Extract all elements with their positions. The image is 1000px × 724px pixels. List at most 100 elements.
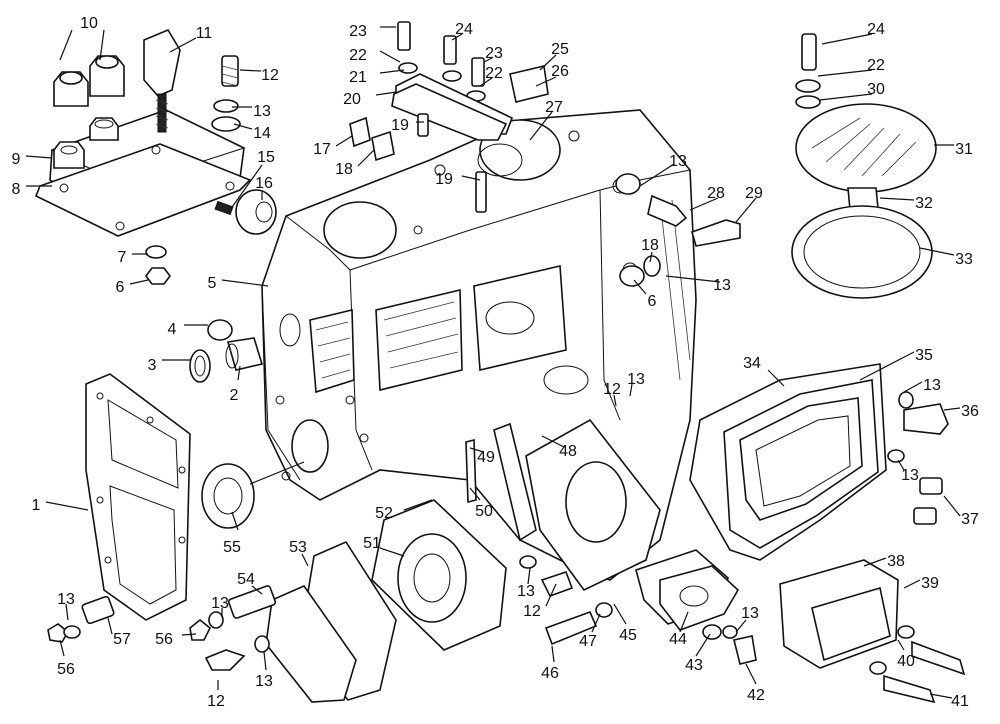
callout-c15: 15 bbox=[257, 149, 275, 166]
leader-c5 bbox=[221, 279, 269, 287]
leader-c13h bbox=[735, 619, 747, 633]
leader-c41 bbox=[929, 693, 953, 699]
callout-c18b: 18 bbox=[641, 237, 659, 254]
lower-fasteners bbox=[47, 555, 966, 704]
callout-c2: 2 bbox=[230, 387, 239, 404]
leader-c39 bbox=[903, 579, 921, 589]
leader-c34 bbox=[767, 369, 785, 387]
callout-c19b: 19 bbox=[435, 171, 453, 188]
leader-c12a bbox=[239, 69, 262, 72]
leader-c55 bbox=[231, 511, 239, 531]
leader-c13b bbox=[639, 163, 675, 187]
callout-c40: 40 bbox=[897, 653, 915, 670]
leader-c52 bbox=[403, 499, 433, 511]
callout-c34: 34 bbox=[743, 355, 761, 372]
callout-c24b: 24 bbox=[867, 21, 885, 38]
callout-c57: 57 bbox=[113, 631, 131, 648]
leader-c18a bbox=[357, 149, 375, 167]
leader-c12c bbox=[545, 583, 557, 607]
callout-c4: 4 bbox=[168, 321, 177, 338]
leader-c43 bbox=[695, 633, 711, 657]
leader-c56b bbox=[181, 633, 197, 636]
callout-c8: 8 bbox=[12, 181, 21, 198]
callout-c1: 1 bbox=[32, 497, 41, 514]
leader-c33 bbox=[919, 247, 955, 256]
callout-c17: 17 bbox=[313, 141, 331, 158]
callout-c52: 52 bbox=[375, 505, 393, 522]
callout-c28: 28 bbox=[707, 185, 725, 202]
leader-c32 bbox=[879, 197, 915, 201]
callout-c36: 36 bbox=[961, 403, 979, 420]
leader-c40 bbox=[897, 639, 905, 651]
callout-c13f: 13 bbox=[627, 371, 645, 388]
leader-c13g bbox=[527, 567, 531, 585]
leader-c46 bbox=[551, 645, 555, 663]
leader-c50 bbox=[469, 487, 481, 501]
callout-c53: 53 bbox=[289, 539, 307, 556]
callout-c18a: 18 bbox=[335, 161, 353, 178]
leader-c35 bbox=[859, 351, 915, 381]
leader-c13d bbox=[903, 381, 923, 393]
callout-c32: 32 bbox=[915, 195, 933, 212]
callout-c43: 43 bbox=[685, 657, 703, 674]
callout-c13b: 13 bbox=[669, 153, 687, 170]
callout-c39: 39 bbox=[921, 575, 939, 592]
leader-c13i bbox=[65, 603, 69, 621]
leader-c21 bbox=[379, 69, 405, 74]
callout-c12c: 12 bbox=[523, 603, 541, 620]
callout-leaders bbox=[25, 26, 961, 699]
callout-c19a: 19 bbox=[391, 117, 409, 134]
leader-c47 bbox=[591, 613, 601, 633]
callout-c47: 47 bbox=[579, 633, 597, 650]
leader-c27 bbox=[529, 111, 553, 141]
callout-c21: 21 bbox=[349, 69, 367, 86]
callout-c13d: 13 bbox=[923, 377, 941, 394]
callout-c49: 49 bbox=[477, 449, 495, 466]
leader-c23b bbox=[483, 57, 493, 63]
callout-c24a: 24 bbox=[455, 21, 473, 38]
callout-c22b: 22 bbox=[485, 65, 503, 82]
leader-c9 bbox=[25, 155, 53, 159]
callout-c12a: 12 bbox=[261, 67, 279, 84]
callout-c20: 20 bbox=[343, 91, 361, 108]
leader-c53 bbox=[301, 553, 309, 567]
leader-c20 bbox=[375, 91, 397, 96]
leader-c26 bbox=[535, 76, 557, 87]
callout-c22c: 22 bbox=[867, 57, 885, 74]
leader-c2 bbox=[237, 365, 241, 381]
right-bolts bbox=[615, 173, 741, 287]
leader-c45 bbox=[613, 603, 627, 625]
seal-55 bbox=[201, 461, 305, 529]
leader-c24a bbox=[451, 33, 463, 41]
top-flange-parts bbox=[349, 21, 549, 213]
callout-c45: 45 bbox=[619, 627, 637, 644]
leader-c54 bbox=[251, 585, 263, 595]
leader-c18b bbox=[649, 251, 653, 263]
callout-c13e: 13 bbox=[901, 467, 919, 484]
callout-c13h: 13 bbox=[741, 605, 759, 622]
callout-c6a: 6 bbox=[116, 279, 125, 296]
callout-c41: 41 bbox=[951, 693, 969, 710]
callout-c35: 35 bbox=[915, 347, 933, 364]
callout-c12d: 12 bbox=[207, 693, 225, 710]
top-left-cover-assembly bbox=[34, 28, 252, 237]
callout-c55: 55 bbox=[223, 539, 241, 556]
callout-c23a: 23 bbox=[349, 23, 367, 40]
leader-c29 bbox=[735, 197, 757, 223]
callout-c10: 10 bbox=[80, 15, 98, 32]
callout-c29: 29 bbox=[745, 185, 763, 202]
callout-c12b: 12 bbox=[603, 381, 621, 398]
leader-c10 bbox=[59, 29, 73, 61]
gasket-left bbox=[85, 373, 191, 621]
callout-c9: 9 bbox=[12, 151, 21, 168]
callout-c13g: 13 bbox=[517, 583, 535, 600]
leader-c36 bbox=[943, 407, 961, 411]
leader-c6a bbox=[129, 279, 149, 285]
leader-c57 bbox=[107, 617, 113, 635]
leader-c13k bbox=[263, 651, 267, 671]
callout-c26: 26 bbox=[551, 63, 569, 80]
leader-c25 bbox=[539, 54, 557, 71]
callout-c38: 38 bbox=[887, 553, 905, 570]
